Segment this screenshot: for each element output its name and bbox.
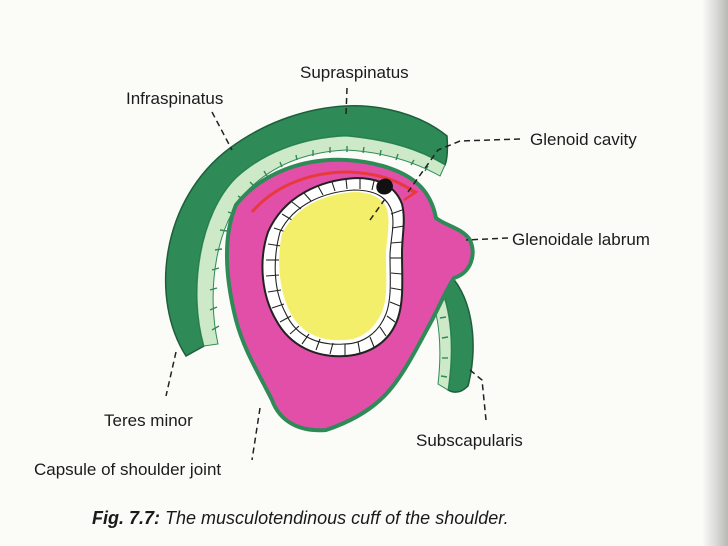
glenoid-labrum-dot [376, 178, 393, 195]
label-capsule: Capsule of shoulder joint [34, 460, 222, 479]
figure-caption: Fig. 7.7: The musculotendinous cuff of t… [92, 509, 509, 527]
label-glenoidale-labrum: Glenoidale labrum [512, 230, 650, 249]
figure-number: Fig. 7.7: [92, 508, 161, 528]
label-infraspinatus: Infraspinatus [126, 89, 224, 108]
glenoid [279, 192, 389, 341]
leader-lines [165, 87, 521, 461]
synovial-arrow [399, 182, 419, 202]
page-edge-shadow [702, 0, 728, 546]
synovial-line [250, 170, 415, 213]
label-supraspinatus: Supraspinatus [300, 63, 409, 82]
label-glenoid-cavity: Glenoid cavity [530, 130, 637, 149]
caption-text: The musculotendinous cuff of the shoulde… [165, 508, 509, 528]
label-subscapularis: Subscapularis [416, 431, 523, 450]
label-teres-minor: Teres minor [104, 411, 193, 430]
